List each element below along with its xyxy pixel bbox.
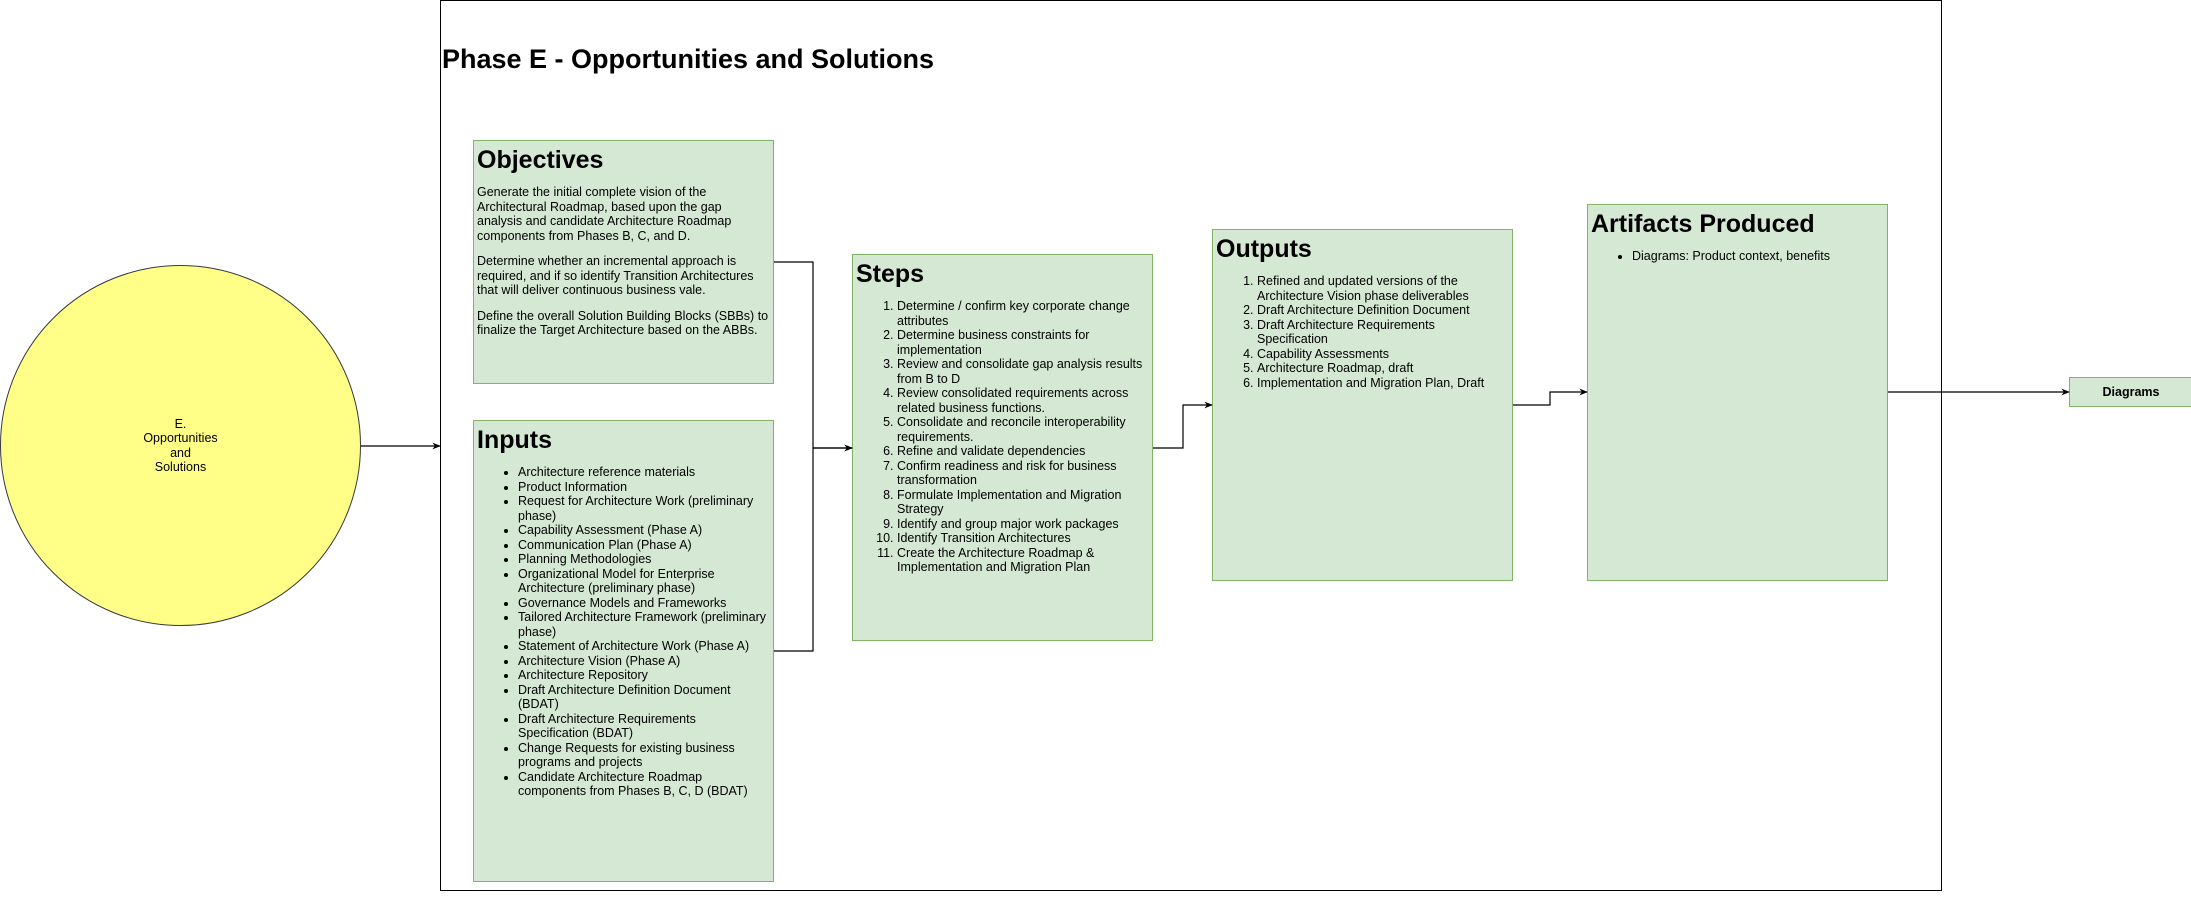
list-item: Request for Architecture Work (prelimina…: [518, 494, 770, 523]
list-item: Determine business constraints for imple…: [897, 328, 1149, 357]
list-item: Review consolidated requirements across …: [897, 386, 1149, 415]
outputs-to-artifacts-arrow: [1513, 388, 1588, 406]
list-item: Review and consolidate gap analysis resu…: [897, 357, 1149, 386]
list-item: Communication Plan (Phase A): [518, 538, 770, 553]
steps-list: Determine / confirm key corporate change…: [856, 299, 1149, 575]
list-item: Formulate Implementation and Migration S…: [897, 488, 1149, 517]
list-item: Organizational Model for Enterprise Arch…: [518, 567, 770, 596]
diagrams-node-label: Diagrams: [2102, 385, 2160, 399]
list-item: Capability Assessment (Phase A): [518, 523, 770, 538]
artifacts-list: Diagrams: Product context, benefits: [1591, 249, 1884, 264]
list-item: Create the Architecture Roadmap & Implem…: [897, 546, 1149, 575]
phase-circle-label: E. Opportunities and Solutions: [143, 416, 218, 475]
list-item: Draft Architecture Requirements Specific…: [1257, 318, 1509, 347]
list-item: Draft Architecture Definition Document (…: [518, 683, 770, 712]
inputs-list: Architecture reference materials Product…: [477, 465, 770, 799]
list-item: Refine and validate dependencies: [897, 444, 1149, 459]
objectives-paragraph: Define the overall Solution Building Blo…: [477, 308, 769, 338]
phase-circle[interactable]: E. Opportunities and Solutions: [0, 265, 361, 626]
steps-title: Steps: [856, 260, 925, 288]
list-item: Architecture Vision (Phase A): [518, 654, 770, 669]
inputs-box[interactable]: Inputs Architecture reference materials …: [473, 420, 774, 882]
list-item: Consolidate and reconcile interoperabili…: [897, 415, 1149, 444]
list-item: Determine / confirm key corporate change…: [897, 299, 1149, 328]
list-item: Identify Transition Architectures: [897, 531, 1149, 546]
list-item: Governance Models and Frameworks: [518, 596, 770, 611]
list-item: Confirm readiness and risk for business …: [897, 459, 1149, 488]
list-item: Planning Methodologies: [518, 552, 770, 567]
list-item: Implementation and Migration Plan, Draft: [1257, 376, 1509, 391]
steps-to-outputs-arrow: [1153, 401, 1213, 449]
outputs-title: Outputs: [1216, 235, 1312, 263]
diagrams-node[interactable]: Diagrams: [2069, 377, 2191, 407]
objectives-paragraph: Generate the initial complete vision of …: [477, 185, 732, 243]
outputs-box[interactable]: Outputs Refined and updated versions of …: [1212, 229, 1513, 581]
inputs-title: Inputs: [477, 426, 552, 454]
objectives-to-steps-arrow: [774, 261, 853, 452]
list-item: Refined and updated versions of the Arch…: [1257, 274, 1509, 303]
list-item: Candidate Architecture Roadmap component…: [518, 770, 770, 799]
objectives-title: Objectives: [477, 146, 604, 174]
steps-box[interactable]: Steps Determine / confirm key corporate …: [852, 254, 1153, 641]
list-item: Diagrams: Product context, benefits: [1632, 249, 1884, 264]
list-item: Change Requests for existing business pr…: [518, 741, 770, 770]
phase-title: Phase E - Opportunities and Solutions: [442, 44, 935, 74]
artifacts-box[interactable]: Artifacts Produced Diagrams: Product con…: [1587, 204, 1888, 581]
objectives-box[interactable]: Objectives Generate the initial complete…: [473, 140, 774, 384]
list-item: Draft Architecture Definition Document: [1257, 303, 1509, 318]
list-item: Architecture Repository: [518, 668, 770, 683]
artifacts-title: Artifacts Produced: [1591, 210, 1815, 238]
list-item: Architecture reference materials: [518, 465, 770, 480]
list-item: Architecture Roadmap, draft: [1257, 361, 1509, 376]
list-item: Identify and group major work packages: [897, 517, 1149, 532]
objectives-paragraph: Determine whether an incremental approac…: [477, 254, 754, 297]
list-item: Product Information: [518, 480, 770, 495]
list-item: Draft Architecture Requirements Specific…: [518, 712, 770, 741]
list-item: Statement of Architecture Work (Phase A): [518, 639, 770, 654]
inputs-to-steps-arrow: [774, 444, 853, 652]
list-item: Tailored Architecture Framework (prelimi…: [518, 610, 770, 639]
outputs-list: Refined and updated versions of the Arch…: [1216, 274, 1509, 390]
list-item: Capability Assessments: [1257, 347, 1509, 362]
